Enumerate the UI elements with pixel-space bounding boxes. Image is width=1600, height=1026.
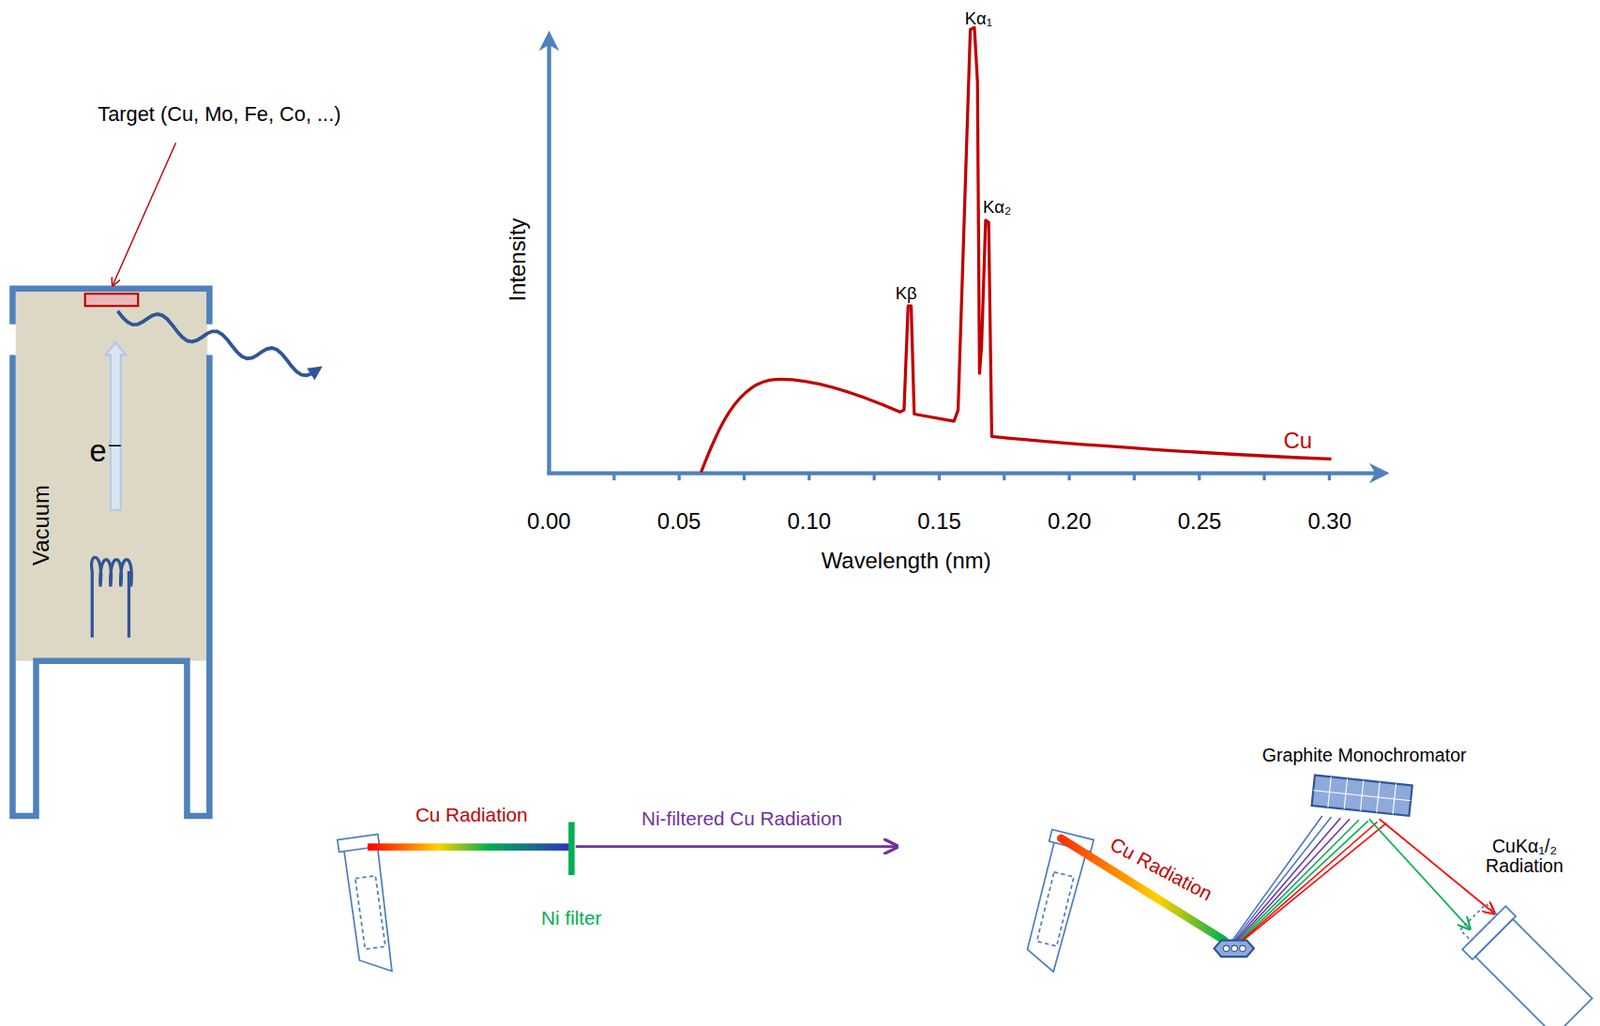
electron-label: e⁻ xyxy=(90,434,123,468)
axis-tick xyxy=(1328,473,1331,482)
diffracted-ray xyxy=(1235,817,1341,940)
target-label: Target (Cu, Mo, Fe, Co, ...) xyxy=(97,103,341,126)
beam-label: Cu Radiation xyxy=(1106,833,1216,906)
diffracted-ray xyxy=(1241,822,1378,941)
component-label: Ni filter xyxy=(541,907,602,930)
tick-label: 0.00 xyxy=(527,509,572,534)
tick-label: 0.30 xyxy=(1307,509,1352,534)
beam-label: CuKα₁/₂ Radiation xyxy=(1468,836,1582,877)
axis-title: Intensity xyxy=(504,218,529,302)
axis-tick xyxy=(1197,473,1201,482)
axis-tick xyxy=(807,473,811,482)
crystal-grid xyxy=(1313,790,1411,801)
axis-tick xyxy=(612,473,616,482)
filament-coil xyxy=(91,557,133,637)
axis-tick xyxy=(1067,473,1071,482)
tick-label: 0.15 xyxy=(917,509,962,534)
tick-label: 0.10 xyxy=(787,509,832,534)
axis-tick xyxy=(1132,473,1136,482)
peak-label: Kα₁ xyxy=(965,8,993,28)
axis-tick xyxy=(872,473,876,482)
monochromatic-ray xyxy=(1379,818,1495,913)
axis-tick xyxy=(1262,473,1266,482)
chamber-label: Vacuum xyxy=(28,484,53,566)
tick-label: 0.05 xyxy=(657,509,702,534)
diffracted-ray xyxy=(1234,816,1332,941)
beam-label: Ni-filtered Cu Radiation xyxy=(641,807,843,830)
peak-label: Kβ xyxy=(895,284,918,303)
series-label: Cu xyxy=(1283,428,1314,453)
axis-tick xyxy=(678,473,681,482)
diffracted-ray xyxy=(1237,818,1350,940)
diffracted-ray xyxy=(1243,823,1388,941)
diffracted-ray xyxy=(1239,820,1368,940)
axis-title: Wavelength (nm) xyxy=(821,548,992,574)
component-label: Graphite Monochromator xyxy=(1262,745,1467,767)
monochromatic-ray xyxy=(1369,818,1470,928)
beam-label: Cu Radiation xyxy=(415,804,529,827)
diffracted-ray xyxy=(1232,815,1323,941)
axis-tick xyxy=(1002,473,1006,482)
peak-label: Kα₂ xyxy=(982,197,1012,217)
axis-tick xyxy=(742,473,746,482)
tick-label: 0.25 xyxy=(1177,509,1223,534)
axis-tick xyxy=(937,473,941,482)
diffracted-ray xyxy=(1238,819,1359,940)
tick-label: 0.20 xyxy=(1047,509,1092,534)
